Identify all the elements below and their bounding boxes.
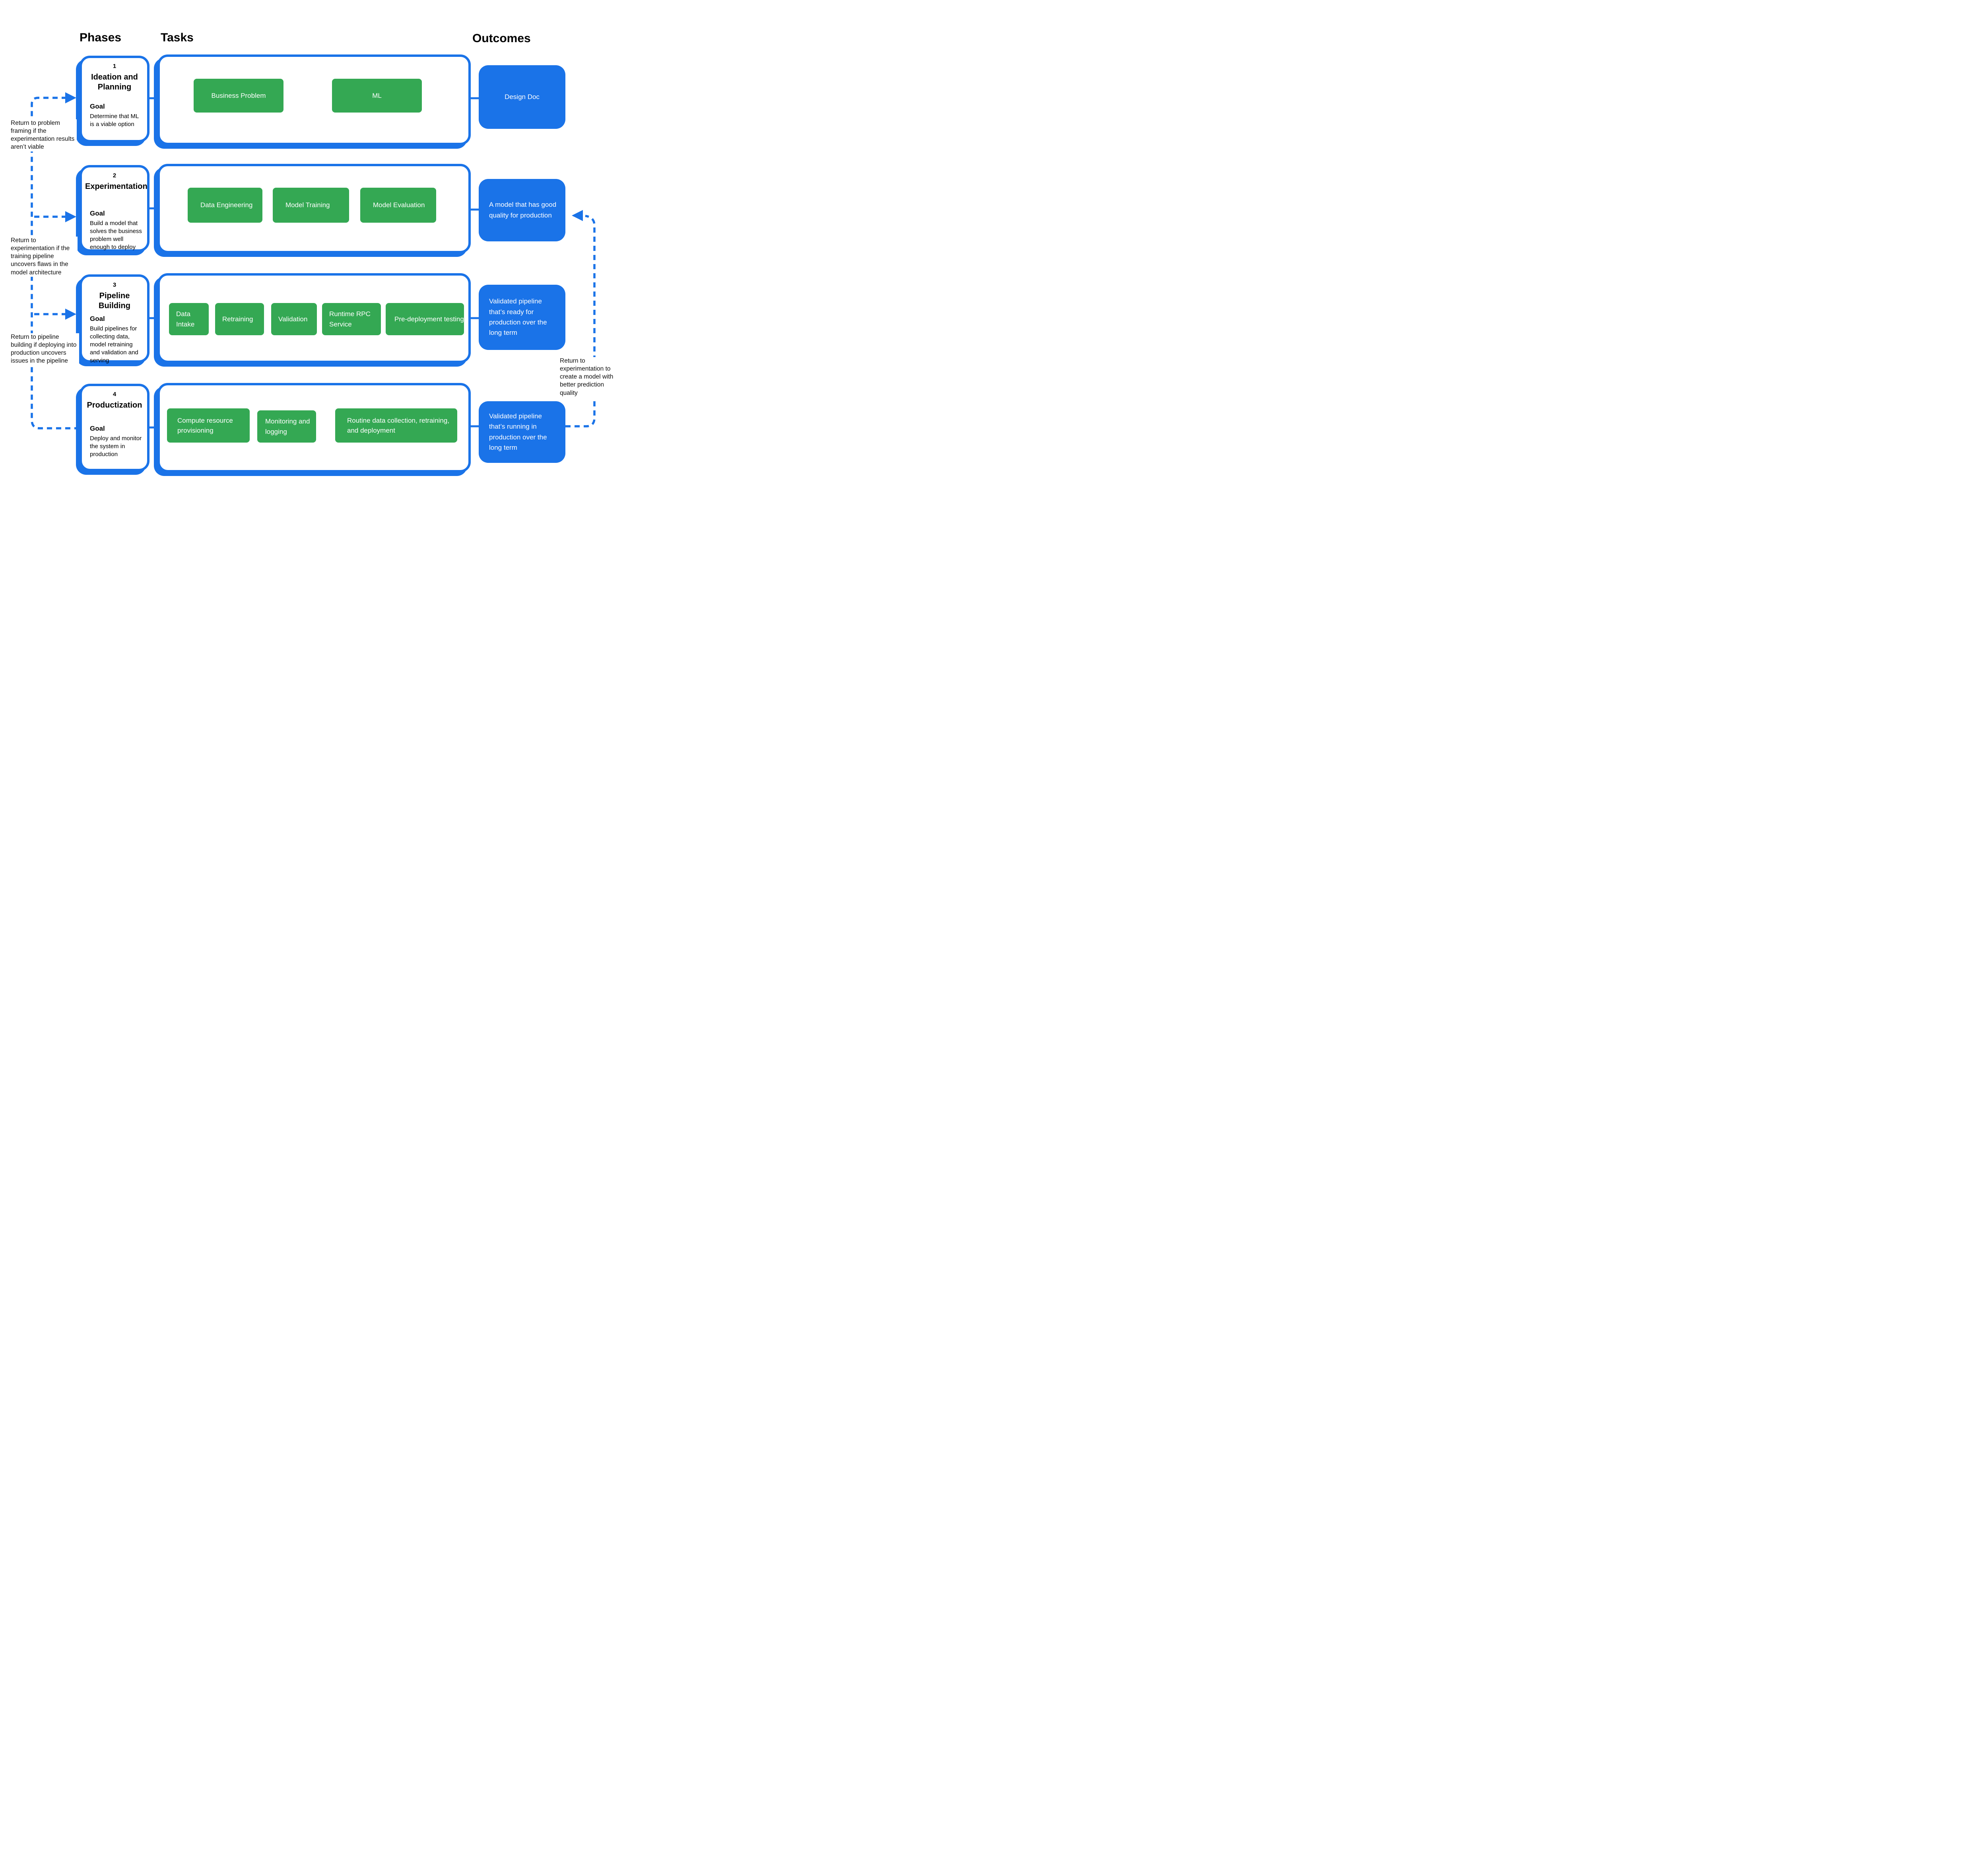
task-compute-resource-provisioning: Compute resource provisioning [167,408,250,443]
note-return-pipeline-building: Return to pipeline building if deploying… [11,333,79,365]
phase-card-experimentation: 2 Experimentation Goal Build a model tha… [80,165,149,252]
row4-connectors [149,425,480,429]
phase-card-productization: 4 Productization Goal Deploy and monitor… [80,384,149,471]
arrow-icon-to-outcome2 [572,210,583,221]
phase-title: Pipeline Building [99,291,130,310]
note-return-experimentation-quality: Return to experimentation to create a mo… [560,357,622,397]
arrow-icon-to-phase1 [65,92,76,103]
mlops-phases-diagram: Phases Tasks Outcomes 1 Ideation and Pla… [0,0,623,514]
tasks-header: Tasks [161,31,194,44]
goal-label: Goal [90,425,105,432]
task-model-evaluation: Model Evaluation [360,188,436,223]
phase-card-ideation-planning: 1 Ideation and Planning Goal Determine t… [80,56,149,142]
goal-text: Determine that ML is a viable option [90,113,139,128]
outcome-validated-pipeline-running: Validated pipeline that’s running in pro… [479,401,565,463]
task-retraining: Retraining [215,303,264,335]
row2-connectors [149,207,480,211]
goal-label: Goal [90,210,105,217]
note-return-experimentation: Return to experimentation if the trainin… [11,237,78,277]
outcome-design-doc: Design Doc [479,65,565,129]
goal-label: Goal [90,103,105,110]
note-return-problem-framing: Return to problem framing if the experim… [11,119,77,152]
phase-number: 3 [113,282,116,288]
task-data-engineering: Data Engineering [188,188,262,223]
task-runtime-rpc-service: Runtime RPC Service [322,303,381,335]
task-pre-deployment-testing: Pre-deployment testing [386,303,464,335]
task-validation: Validation [271,303,317,335]
phase-card-pipeline-building: 3 Pipeline Building Goal Build pipelines… [80,274,149,364]
task-routine-data-collection: Routine data collection, retraining, and… [335,408,457,443]
arrow-icon-to-phase3 [65,309,76,320]
phase-number: 4 [113,391,116,398]
task-data-intake: Data Intake [169,303,209,335]
phase-title: Ideation and Planning [91,73,138,91]
goal-label: Goal [90,315,105,322]
phases-header: Phases [80,31,122,44]
phase-title: Experimentation [85,182,148,191]
task-monitoring-and-logging: Monitoring and logging [257,410,316,443]
task-business-problem: Business Problem [194,79,283,113]
phase-number: 1 [113,63,116,70]
arrow-icon-to-phase2 [65,211,76,222]
goal-text: Deploy and monitor the system in product… [90,435,142,458]
goal-text: Build a model that solves the business p… [90,220,142,251]
outcome-quality-model: A model that has good quality for produc… [479,179,565,241]
outcome-validated-pipeline-ready: Validated pipeline that’s ready for prod… [479,285,565,350]
task-ml: ML [332,79,422,113]
goal-text: Build pipelines for collecting data, mod… [90,325,138,364]
task-model-training: Model Training [273,188,349,223]
outcomes-header: Outcomes [472,32,531,45]
phase-title: Productization [87,401,142,410]
phase-number: 2 [113,172,116,179]
